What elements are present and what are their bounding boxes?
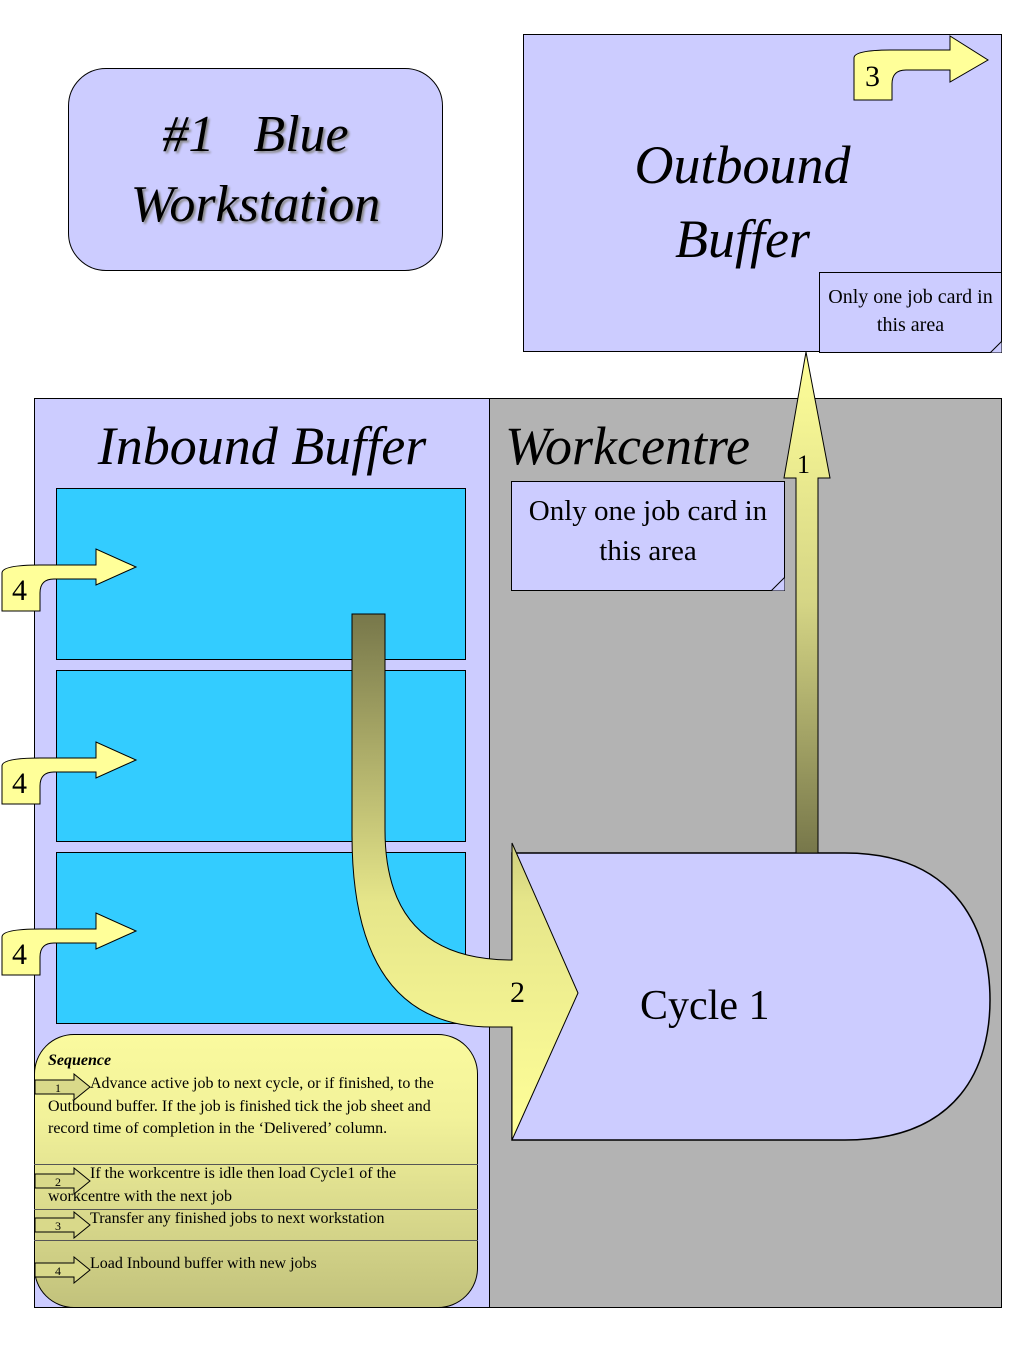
outbound-buffer-title: Outbound Buffer bbox=[503, 128, 982, 276]
inbound-buffer-title: Inbound Buffer bbox=[97, 416, 427, 476]
outbound-title-line1: Outbound bbox=[634, 135, 851, 195]
step-2-number: 2 bbox=[55, 1175, 61, 1189]
sequence-step-1-text: Advance active job to next cycle, or if … bbox=[48, 1075, 434, 1137]
cycle-label: Cycle 1 bbox=[640, 983, 770, 1029]
sequence-step-2-text: If the workcentre is idle then load Cycl… bbox=[48, 1165, 397, 1205]
inbound-slot-1 bbox=[56, 488, 466, 660]
note-fold-icon bbox=[771, 577, 785, 591]
transfer-arrow-label: 3 bbox=[865, 60, 880, 93]
load-arrow-label: 2 bbox=[510, 976, 525, 1009]
outbound-title-line2: Buffer bbox=[675, 209, 810, 269]
sequence-divider bbox=[34, 1240, 478, 1241]
sequence-step-3-text: Transfer any finished jobs to next works… bbox=[90, 1210, 385, 1227]
step-1-arrow-icon bbox=[34, 1073, 91, 1101]
workcentre-note: Only one job card in this area bbox=[511, 481, 785, 591]
workstation-title-line1: #1 Blue bbox=[162, 105, 349, 163]
workstation-title-box: #1 Blue Workstation bbox=[68, 68, 443, 271]
transfer-arrow bbox=[853, 35, 989, 101]
inbound-arrow-3 bbox=[1, 912, 138, 976]
step-2-arrow-icon bbox=[34, 1167, 91, 1195]
advance-arrow bbox=[783, 351, 831, 854]
sequence-panel bbox=[34, 1034, 478, 1308]
step-4-arrow-icon bbox=[34, 1256, 91, 1284]
cycle-shape bbox=[511, 852, 991, 1141]
load-arrow bbox=[351, 613, 579, 1141]
outbound-note: Only one job card in this area bbox=[819, 272, 1002, 353]
step-4-number: 4 bbox=[55, 1264, 61, 1278]
workstation-title-line2: Workstation bbox=[130, 175, 381, 233]
note-fold-icon bbox=[990, 341, 1002, 353]
sequence-step-4-text: Load Inbound buffer with new jobs bbox=[90, 1255, 317, 1272]
inbound-arrow-1-label: 4 bbox=[12, 574, 27, 607]
inbound-arrow-3-label: 4 bbox=[12, 938, 27, 971]
sequence-divider bbox=[34, 1164, 478, 1165]
step-1-number: 1 bbox=[55, 1081, 61, 1095]
advance-arrow-label: 1 bbox=[797, 450, 810, 479]
inbound-arrow-2-label: 4 bbox=[12, 767, 27, 800]
workcentre-title: Workcentre bbox=[505, 416, 750, 476]
inbound-arrow-1 bbox=[1, 548, 138, 612]
step-3-number: 3 bbox=[55, 1219, 61, 1233]
step-3-arrow-icon bbox=[34, 1211, 91, 1239]
sequence-divider bbox=[34, 1209, 478, 1210]
sequence-title: Sequence bbox=[48, 1052, 112, 1069]
inbound-arrow-2 bbox=[1, 741, 138, 805]
